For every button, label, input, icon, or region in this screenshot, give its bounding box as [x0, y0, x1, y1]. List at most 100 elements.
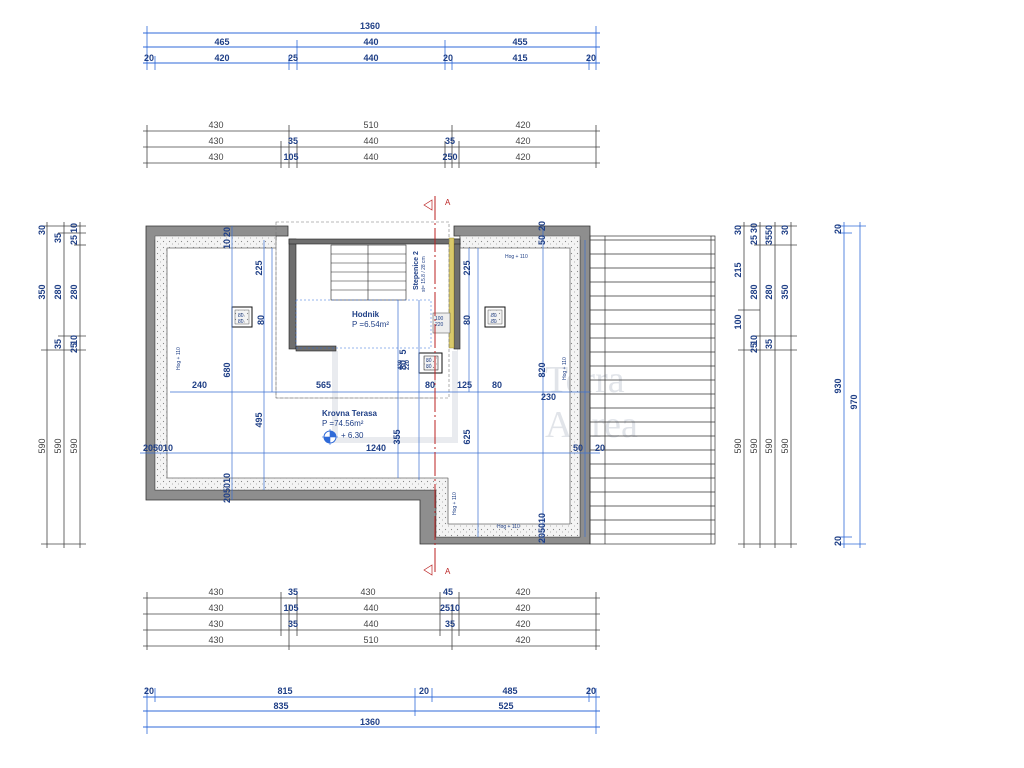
dim-lower-r2-e: 420: [515, 603, 530, 613]
dim-left-c3: 280: [69, 284, 79, 299]
dim-bottom-overall: 1360: [360, 717, 380, 727]
upper-dimension-group: [143, 125, 600, 168]
dim-right-d1: 30: [780, 225, 790, 235]
dim-lower-r2-c: 440: [363, 603, 378, 613]
box-label-6: 220: [435, 322, 444, 328]
dim-upper-r2-a: 430: [208, 136, 223, 146]
dim-right-a3: 100: [733, 314, 743, 329]
dim-upper-r2-b: 35: [288, 136, 298, 146]
dim-top-r1-b: 440: [363, 37, 378, 47]
inner-dim-80a: 80: [425, 380, 435, 390]
dim-top-r2-a: 20: [144, 53, 154, 63]
dim-left-c6: 590: [69, 438, 79, 453]
dim-right-a4: 590: [733, 438, 743, 453]
stairs-label: Stepenice 2: [413, 251, 420, 290]
dim-top-r2-g: 20: [586, 53, 596, 63]
dim-right-c3: 280: [764, 284, 774, 299]
dim-right-d2: 350: [780, 284, 790, 299]
dim-lower-r3-a: 430: [208, 619, 223, 629]
inner-dim-230: 230: [541, 392, 556, 402]
dim-right-c2: 50: [764, 225, 774, 235]
inner-dim-820: 820: [537, 362, 547, 377]
dim-top-r2-c: 25: [288, 53, 298, 63]
inner-dim-20c: 20: [537, 221, 547, 231]
room-terasa-area: P =74.56m²: [322, 419, 364, 428]
dim-right-d3: 590: [780, 438, 790, 453]
dim-right-a1: 30: [733, 225, 743, 235]
dim-right-c5: 590: [764, 438, 774, 453]
dim-right-c4: 35: [764, 339, 774, 349]
dim-right-overall-a1: 20: [833, 224, 843, 234]
dim-top-r2-d: 440: [363, 53, 378, 63]
inner-dim-1240: 1240: [366, 443, 386, 453]
dim-lower-r2-d: 2510: [440, 603, 460, 613]
dim-lower-r4-b: 510: [363, 635, 378, 645]
dim-right-b5: 25: [749, 343, 759, 353]
box-label-7: 80: [426, 358, 432, 364]
inner-dim-20b: 20: [595, 443, 605, 453]
skylight-boxes: [231, 306, 506, 328]
dim-left-b4: 590: [53, 438, 63, 453]
dim-top-r2-b: 420: [214, 53, 229, 63]
dim-top-r1-a: 465: [214, 37, 229, 47]
dim-lower-r1-b: 35: [288, 587, 298, 597]
room-hodnik-name: Hodnik: [352, 310, 380, 319]
dim-upper-r1-b: 510: [363, 120, 378, 130]
section-marker-bottom: A: [445, 567, 451, 576]
dim-top-r1-c: 455: [512, 37, 527, 47]
inner-dim-565: 565: [316, 380, 331, 390]
dim-lower-r1-e: 420: [515, 587, 530, 597]
inner-dim-50a: 50: [573, 443, 583, 453]
dim-upper-r3-d: 250: [442, 152, 457, 162]
inner-dim-80b: 80: [492, 380, 502, 390]
room-hodnik-area: P =6.54m²: [352, 320, 389, 329]
dim-left-b1: 35: [53, 233, 63, 243]
box-label-5: 100: [435, 316, 444, 322]
box-label-2: 80: [238, 319, 244, 325]
dim-right-overall-b: 970: [849, 394, 859, 409]
dim-bottom-r1-b: 815: [277, 686, 292, 696]
inner-dim-220: 220: [405, 359, 411, 370]
level-marker-icon: [322, 429, 338, 445]
hood-label-2: Hog + 110: [176, 347, 182, 370]
inner-dim-495: 495: [254, 412, 264, 427]
hood-label-1: Hog + 110: [505, 254, 528, 260]
dim-bottom-r1-e: 20: [586, 686, 596, 696]
dim-right-c1: 35: [764, 235, 774, 245]
dim-left-c5: 25: [69, 343, 79, 353]
dim-bottom-r1-c: 20: [419, 686, 429, 696]
dim-upper-r3-c: 440: [363, 152, 378, 162]
inner-dim-125: 125: [457, 380, 472, 390]
inner-dim-5: 5: [398, 349, 408, 354]
dim-lower-r3-b: 35: [288, 619, 298, 629]
dim-right-b4: 10: [749, 335, 759, 345]
interior-dimension-lines: [140, 226, 600, 544]
dim-left-a2: 350: [37, 284, 47, 299]
dim-top-r2-f: 415: [512, 53, 527, 63]
dim-lower-r3-c: 440: [363, 619, 378, 629]
inner-dim-225b: 225: [462, 260, 472, 275]
inner-dim-355: 355: [392, 429, 402, 444]
left-dimension-group: [41, 222, 86, 548]
dim-upper-r3-b: 105: [283, 152, 298, 162]
dim-right-b1: 25: [749, 235, 759, 245]
pergola-slats: [589, 235, 716, 545]
dim-lower-r2-b: 105: [283, 603, 298, 613]
dim-bottom-r1-a: 20: [144, 686, 154, 696]
dim-right-overall-a3: 20: [833, 536, 843, 546]
box-label-8: 80: [426, 364, 432, 370]
dim-left-c2: 10: [69, 223, 79, 233]
dim-right-b3: 280: [749, 284, 759, 299]
dim-upper-r1-a: 430: [208, 120, 223, 130]
dim-right-overall-a2: 930: [833, 378, 843, 393]
top-dimension-group: [143, 26, 600, 70]
box-label-1: 80: [238, 313, 244, 319]
inner-dim-80d: 80: [462, 315, 472, 325]
inner-dim-10: 10: [222, 239, 232, 249]
dim-lower-r1-c: 430: [360, 587, 375, 597]
room-terasa-name: Krovna Terasa: [322, 409, 378, 418]
inner-dim-50b: 50: [537, 235, 547, 245]
dim-lower-r1-d: 45: [443, 587, 453, 597]
inner-dim-80e: 80: [398, 360, 408, 370]
